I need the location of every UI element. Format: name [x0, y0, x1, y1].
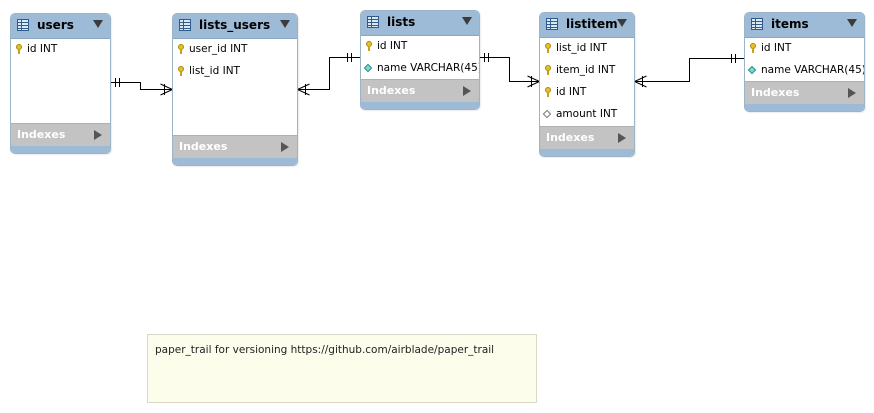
column-label: user_id INT	[189, 43, 248, 55]
expand-arrow-icon[interactable]	[848, 88, 856, 98]
primary-key-icon	[545, 87, 551, 97]
relationship-lists-listitem	[479, 57, 540, 82]
table-title: users	[37, 18, 74, 32]
column-list: id INT	[11, 39, 110, 123]
collapse-caret-icon[interactable]	[93, 20, 103, 28]
diagram-note[interactable]: paper_trail for versioning https://githu…	[147, 334, 537, 403]
table-users[interactable]: users id INT Indexes	[10, 13, 111, 154]
column-label: id INT	[27, 43, 58, 55]
collapse-caret-icon[interactable]	[462, 17, 472, 25]
table-icon	[367, 16, 379, 28]
table-icon	[546, 18, 558, 30]
primary-key-icon	[178, 66, 184, 76]
indexes-label: Indexes	[751, 86, 800, 99]
column-label: id INT	[556, 86, 587, 98]
expand-arrow-icon[interactable]	[463, 86, 471, 96]
column-label: id INT	[761, 42, 792, 54]
nullable-column-icon	[542, 109, 552, 119]
table-lists[interactable]: lists id INT name VARCHAR(45) Indexes	[360, 10, 480, 110]
indexes-label: Indexes	[546, 131, 595, 144]
column-list: user_id INT list_id INT	[173, 39, 297, 135]
indexes-label: Indexes	[179, 140, 228, 153]
column-label: item_id INT	[556, 64, 616, 76]
column-label: list_id INT	[556, 42, 607, 54]
column-label: id INT	[377, 40, 408, 52]
collapse-caret-icon[interactable]	[617, 19, 627, 27]
column-row[interactable]: item_id INT	[540, 60, 634, 82]
relationship-users-lists-users	[110, 82, 173, 90]
relationship-listitem-items	[634, 58, 745, 82]
column-label: name VARCHAR(45)	[761, 64, 865, 76]
column-list: id INT name VARCHAR(45)	[745, 38, 864, 81]
column-row[interactable]: amount INT	[540, 104, 634, 126]
not-null-column-icon	[363, 63, 373, 73]
relationship-lists-users-lists	[297, 57, 361, 90]
note-text: paper_trail for versioning https://githu…	[155, 344, 495, 356]
table-title: listitem	[566, 17, 618, 31]
table-footer	[11, 146, 110, 153]
column-list: id INT name VARCHAR(45)	[361, 36, 479, 79]
indexes-section[interactable]: Indexes	[11, 123, 110, 146]
primary-key-icon	[178, 44, 184, 54]
indexes-section[interactable]: Indexes	[540, 126, 634, 149]
primary-key-icon	[545, 43, 551, 53]
table-items[interactable]: items id INT name VARCHAR(45) Indexes	[744, 12, 865, 112]
table-listitem[interactable]: listitem list_id INT item_id INT id INT …	[539, 12, 635, 157]
one-marker	[484, 53, 489, 62]
table-lists-users[interactable]: lists_users user_id INT list_id INT Inde…	[172, 13, 298, 166]
table-footer	[745, 104, 864, 111]
table-title: lists	[387, 15, 416, 29]
primary-key-icon	[16, 44, 22, 54]
column-label: name VARCHAR(45)	[377, 62, 480, 74]
column-row[interactable]: list_id INT	[173, 61, 297, 83]
column-row[interactable]: user_id INT	[173, 39, 297, 61]
one-marker	[347, 53, 352, 62]
primary-key-icon	[750, 43, 756, 53]
column-list: list_id INT item_id INT id INT amount IN…	[540, 38, 634, 126]
not-null-column-icon	[747, 65, 757, 75]
table-footer	[361, 102, 479, 109]
column-label: list_id INT	[189, 65, 240, 77]
indexes-label: Indexes	[367, 84, 416, 97]
one-marker	[115, 78, 120, 87]
indexes-section[interactable]: Indexes	[361, 79, 479, 102]
table-icon	[179, 19, 191, 31]
column-row[interactable]: name VARCHAR(45)	[361, 58, 479, 80]
primary-key-icon	[366, 41, 372, 51]
collapse-caret-icon[interactable]	[847, 19, 857, 27]
expand-arrow-icon[interactable]	[94, 130, 102, 140]
column-row[interactable]: id INT	[11, 39, 110, 61]
one-marker	[731, 54, 736, 63]
table-icon	[751, 18, 763, 30]
primary-key-icon	[545, 65, 551, 75]
table-footer	[173, 158, 297, 165]
table-icon	[17, 19, 29, 31]
column-row[interactable]: id INT	[361, 36, 479, 58]
indexes-section[interactable]: Indexes	[173, 135, 297, 158]
expand-arrow-icon[interactable]	[618, 133, 626, 143]
table-header[interactable]: lists_users	[173, 14, 297, 39]
indexes-label: Indexes	[17, 128, 66, 141]
column-row[interactable]: id INT	[745, 38, 864, 60]
table-header[interactable]: items	[745, 13, 864, 38]
table-header[interactable]: lists	[361, 11, 479, 36]
table-footer	[540, 149, 634, 156]
collapse-caret-icon[interactable]	[280, 20, 290, 28]
table-title: lists_users	[199, 18, 271, 32]
column-row[interactable]: id INT	[540, 82, 634, 104]
column-row[interactable]: name VARCHAR(45)	[745, 60, 864, 82]
table-header[interactable]: users	[11, 14, 110, 39]
indexes-section[interactable]: Indexes	[745, 81, 864, 104]
column-label: amount INT	[556, 108, 618, 120]
expand-arrow-icon[interactable]	[281, 142, 289, 152]
table-title: items	[771, 17, 809, 31]
column-row[interactable]: list_id INT	[540, 38, 634, 60]
table-header[interactable]: listitem	[540, 13, 634, 38]
